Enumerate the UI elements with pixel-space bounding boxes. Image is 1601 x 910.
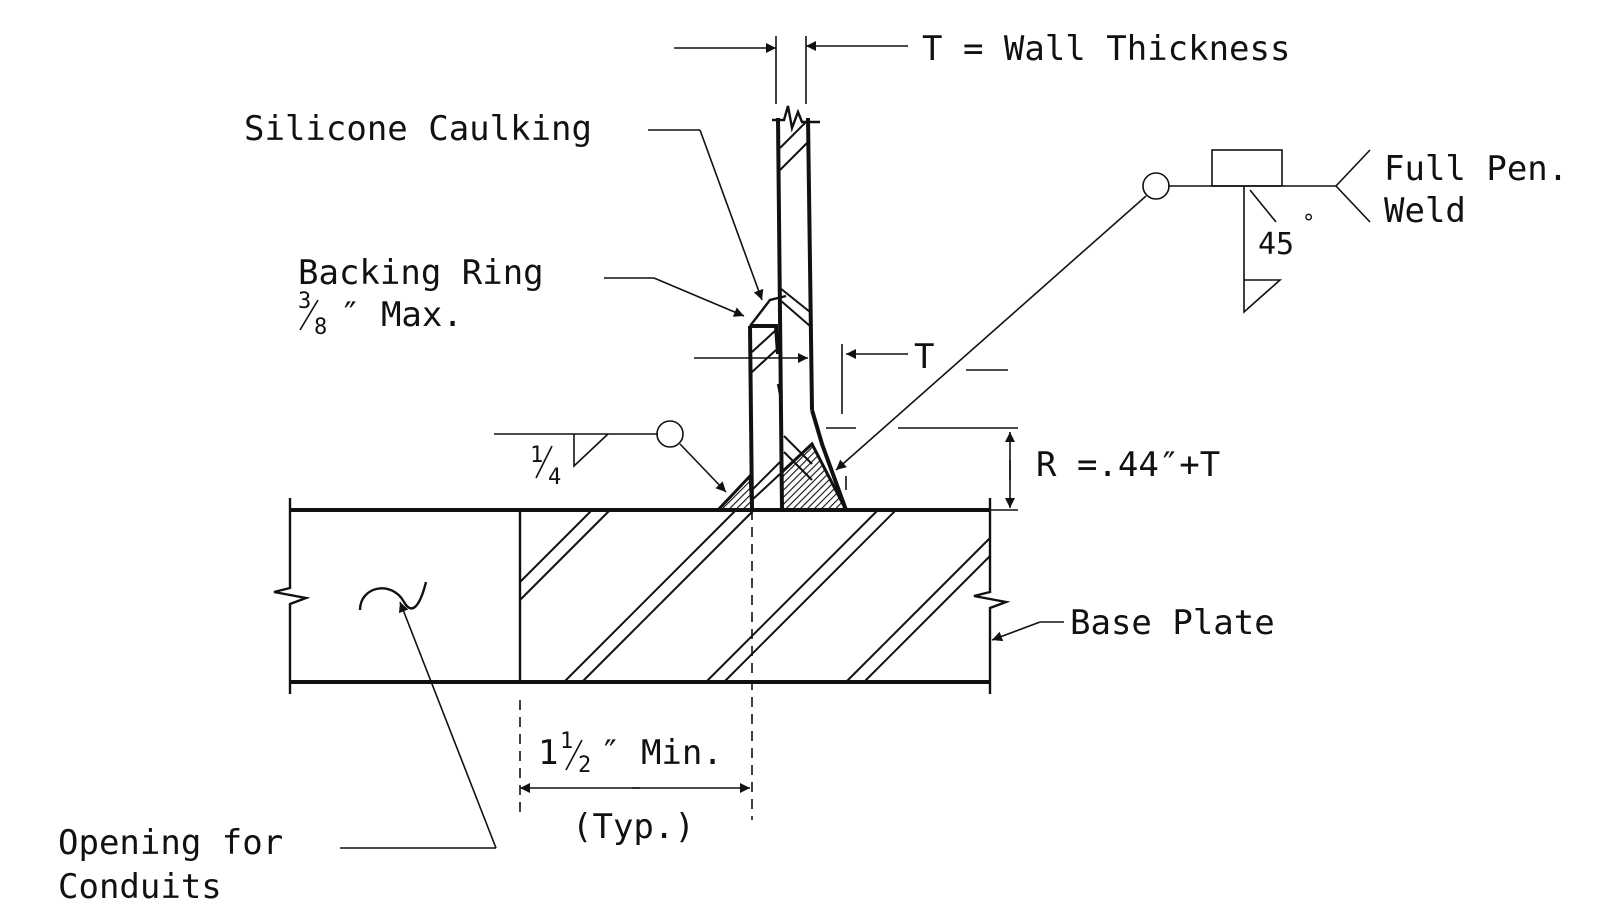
base-plate-label: Base Plate: [1070, 603, 1275, 643]
weld-angle-degree: °: [1302, 211, 1315, 236]
fillet-size-den: 4: [548, 465, 561, 490]
opening-label-line2: Conduits: [58, 867, 222, 907]
min-frac-num: 1: [560, 729, 573, 754]
opening-leader: [340, 601, 497, 849]
typ-label: (Typ.): [572, 807, 695, 847]
backing-ring-label: Backing Ring: [298, 253, 544, 293]
fillet-weld-symbol: [494, 420, 727, 493]
opening-label-line1: Opening for: [58, 823, 283, 863]
pole-wall: [714, 105, 849, 820]
backing-ring-max-label: ″ Max.: [340, 295, 463, 335]
full-pen-weld-symbol: [835, 149, 1371, 471]
t-dimension: [841, 344, 1008, 414]
base-plate-leader: [991, 621, 1064, 642]
backing-ring-fraction-den: 8: [314, 315, 327, 340]
weld-angle-label: 45: [1258, 227, 1294, 262]
wall-thickness-dimension: [674, 36, 908, 104]
silicone-caulking-leader: [648, 129, 764, 301]
weld-label: Weld: [1384, 191, 1466, 231]
backing-ring-leader: [604, 277, 745, 317]
fillet-size-num: 1: [530, 443, 543, 468]
r-dimension-label: R =.44″+T: [1036, 445, 1220, 485]
silicone-caulking-label: Silicone Caulking: [244, 109, 592, 149]
full-pen-label: Full Pen.: [1384, 149, 1568, 189]
min-whole: 1: [538, 733, 558, 773]
min-frac-den: 2: [578, 753, 591, 778]
r-dimension: [826, 427, 1018, 511]
min-label: ″ Min.: [600, 733, 723, 773]
min-dimension: [519, 700, 750, 812]
backing-ring-fraction-num: 3: [298, 289, 311, 314]
wall-thickness-label: T = Wall Thickness: [922, 29, 1290, 69]
base-plate: [273, 498, 1011, 694]
t-dimension-label: T: [914, 337, 934, 377]
